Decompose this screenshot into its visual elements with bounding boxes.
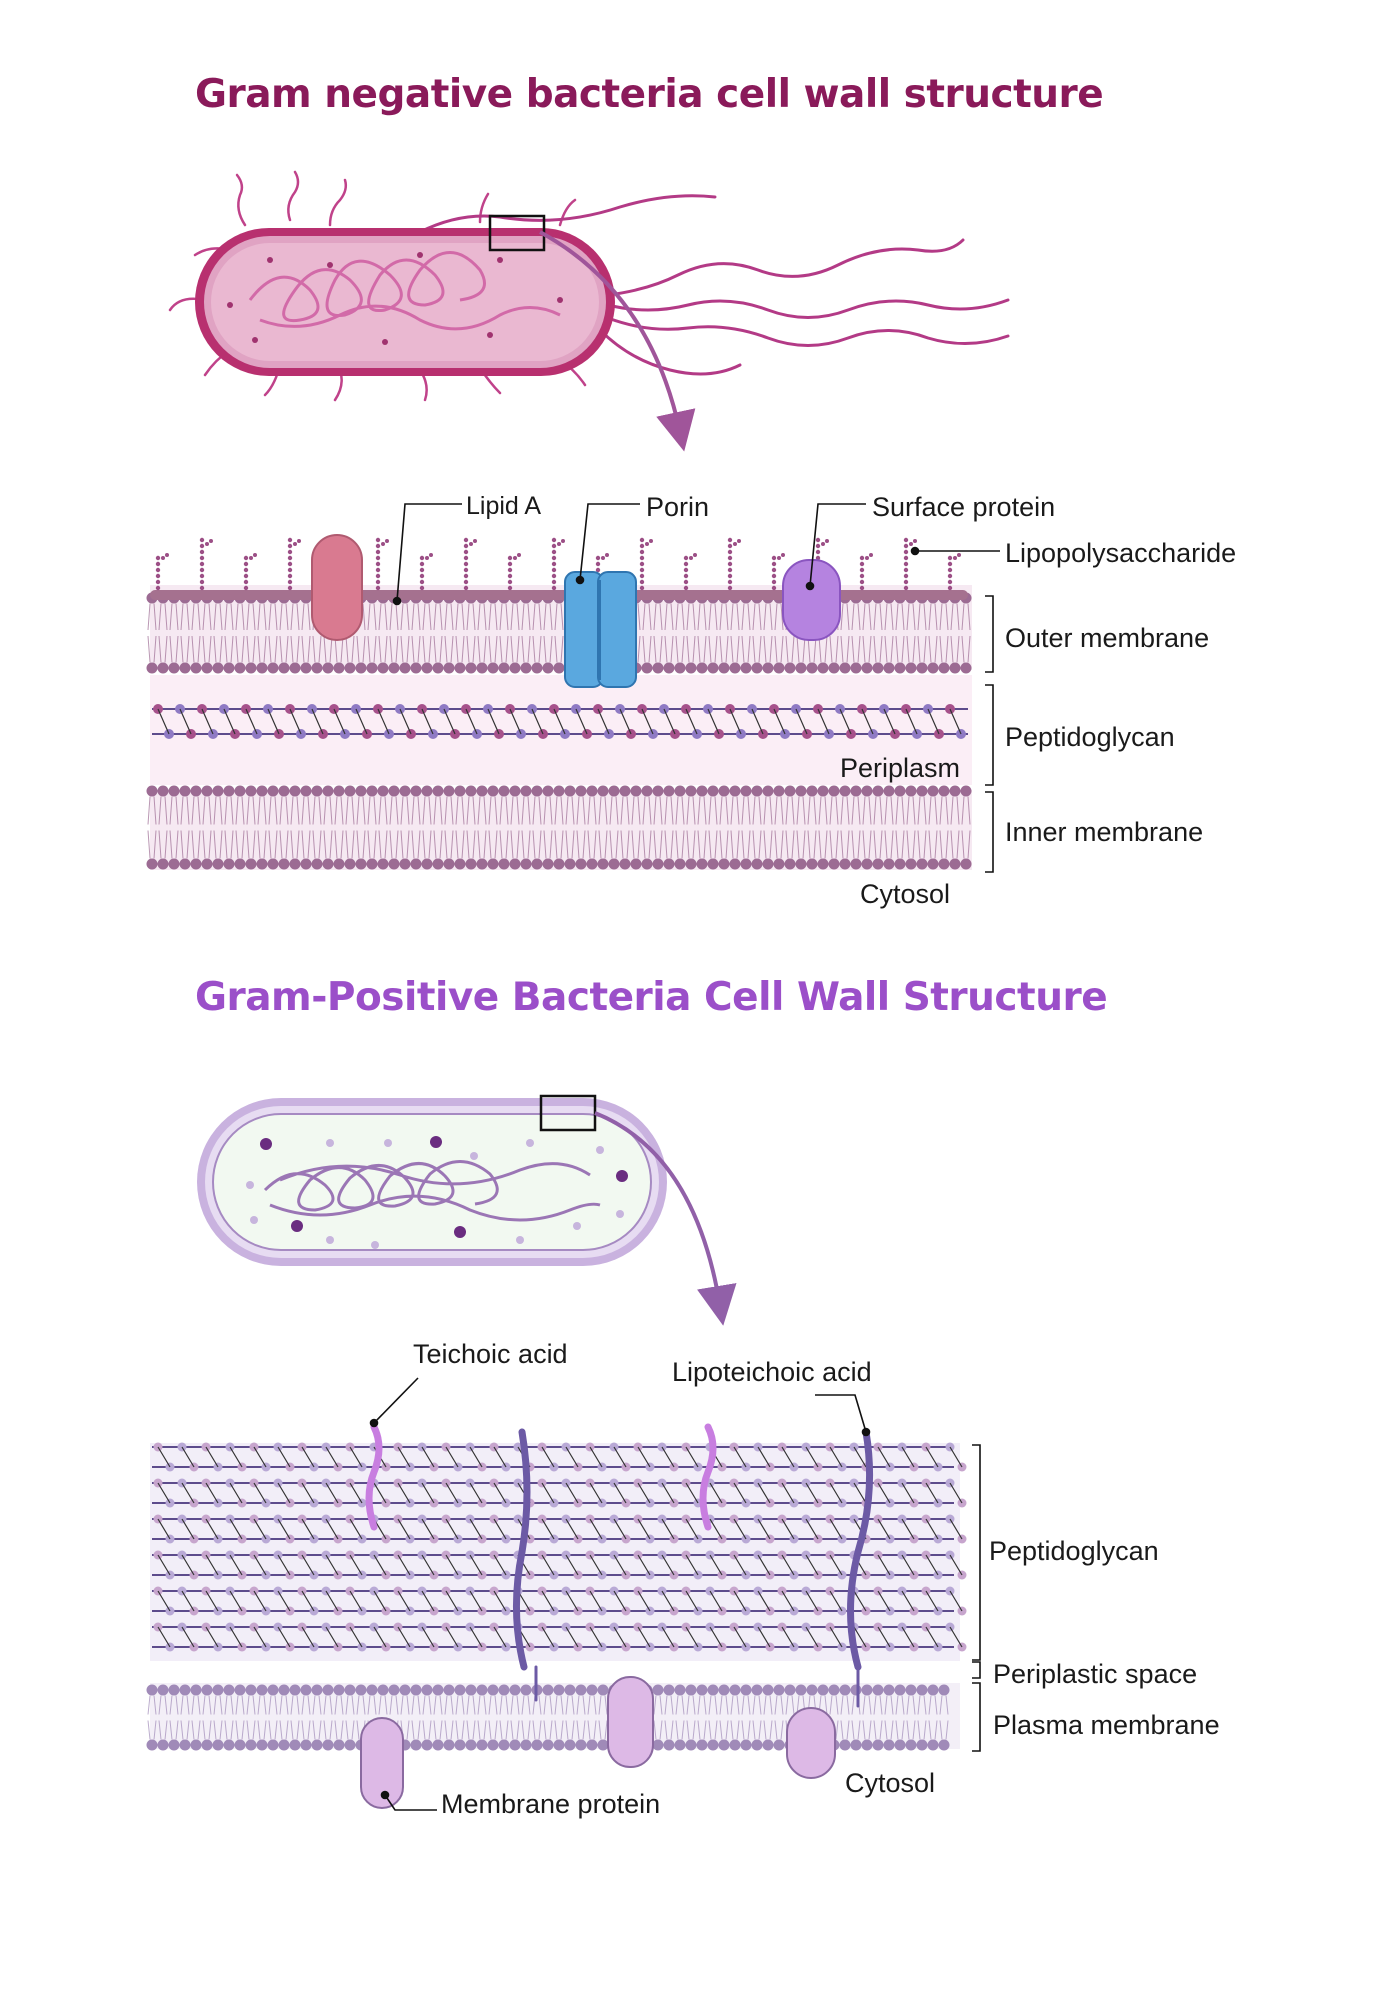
membrane-proteins: [360, 1676, 836, 1809]
ribosomes-positive: [246, 1136, 628, 1249]
label-teichoic-acid: Teichoic acid: [413, 1339, 568, 1369]
label-peptidoglycan-negative: Peptidoglycan: [1005, 722, 1175, 752]
label-lipid-a: Lipid A: [466, 492, 542, 520]
gram-negative-cell-wall: [146, 503, 1000, 873]
teichoic-acid-chain: [365, 1423, 383, 1531]
zoom-arrow: [539, 230, 696, 452]
peptidoglycan-thick-band: [150, 1443, 960, 1661]
zoom-arrow-positive: [594, 1111, 737, 1326]
gram-negative-title: Gram negative bacteria cell wall structu…: [195, 72, 1104, 117]
label-plasma-membrane: Plasma membrane: [993, 1710, 1220, 1740]
callout-lines-positive: [369, 1377, 871, 1811]
nucleoid-dna-positive: [263, 1160, 601, 1222]
label-surface-protein: Surface protein: [872, 492, 1056, 522]
label-lipoteichoic-acid: Lipoteichoic acid: [672, 1357, 872, 1387]
surface-protein: [782, 559, 841, 641]
nucleoid-dna: [248, 251, 561, 331]
callout-lines-negative: [392, 503, 1000, 606]
brackets-positive: [972, 1444, 981, 1752]
ribosomes: [227, 252, 563, 345]
label-peptidoglycan-positive: Peptidoglycan: [989, 1536, 1159, 1566]
label-inner-membrane: Inner membrane: [1005, 817, 1204, 847]
label-periplasm: Periplasm: [840, 753, 961, 783]
label-cytosol-negative: Cytosol: [860, 879, 951, 909]
gram-positive-title: Gram-Positive Bacteria Cell Wall Structu…: [195, 975, 1108, 1020]
gram-positive-bacterium: [197, 1094, 737, 1326]
label-periplastic-space: Periplastic space: [993, 1659, 1198, 1689]
peptidoglycan-layer: [152, 704, 968, 739]
label-membrane-protein: Membrane protein: [441, 1789, 661, 1819]
lipoteichoic-acid-chain: [847, 1428, 874, 1671]
lipid-a-protein: [311, 534, 363, 641]
peptidoglycan-thick-layer: [152, 1442, 967, 1652]
label-outer-membrane: Outer membrane: [1005, 623, 1210, 653]
cytoplasm: [211, 243, 599, 361]
label-lipopolysaccharide: Lipopolysaccharide: [1005, 538, 1237, 568]
porin-protein: [564, 571, 637, 688]
periplasm-band: [150, 675, 972, 785]
lipoteichoic-acids: [512, 1428, 874, 1708]
lipoteichoic-acid-chain: [512, 1428, 531, 1671]
teichoic-acids: [365, 1423, 717, 1531]
lipopolysaccharide-chains: [155, 537, 961, 591]
flagella: [418, 194, 1010, 376]
gram-positive-cell-wall: [146, 1377, 981, 1811]
inner-membrane-bilayer: [146, 785, 972, 870]
label-cytosol-positive: Cytosol: [845, 1768, 936, 1798]
brackets-negative: [985, 595, 994, 873]
gram-negative-bacterium: [168, 170, 1010, 452]
label-porin: Porin: [646, 492, 710, 522]
teichoic-acid-chain: [699, 1423, 717, 1531]
